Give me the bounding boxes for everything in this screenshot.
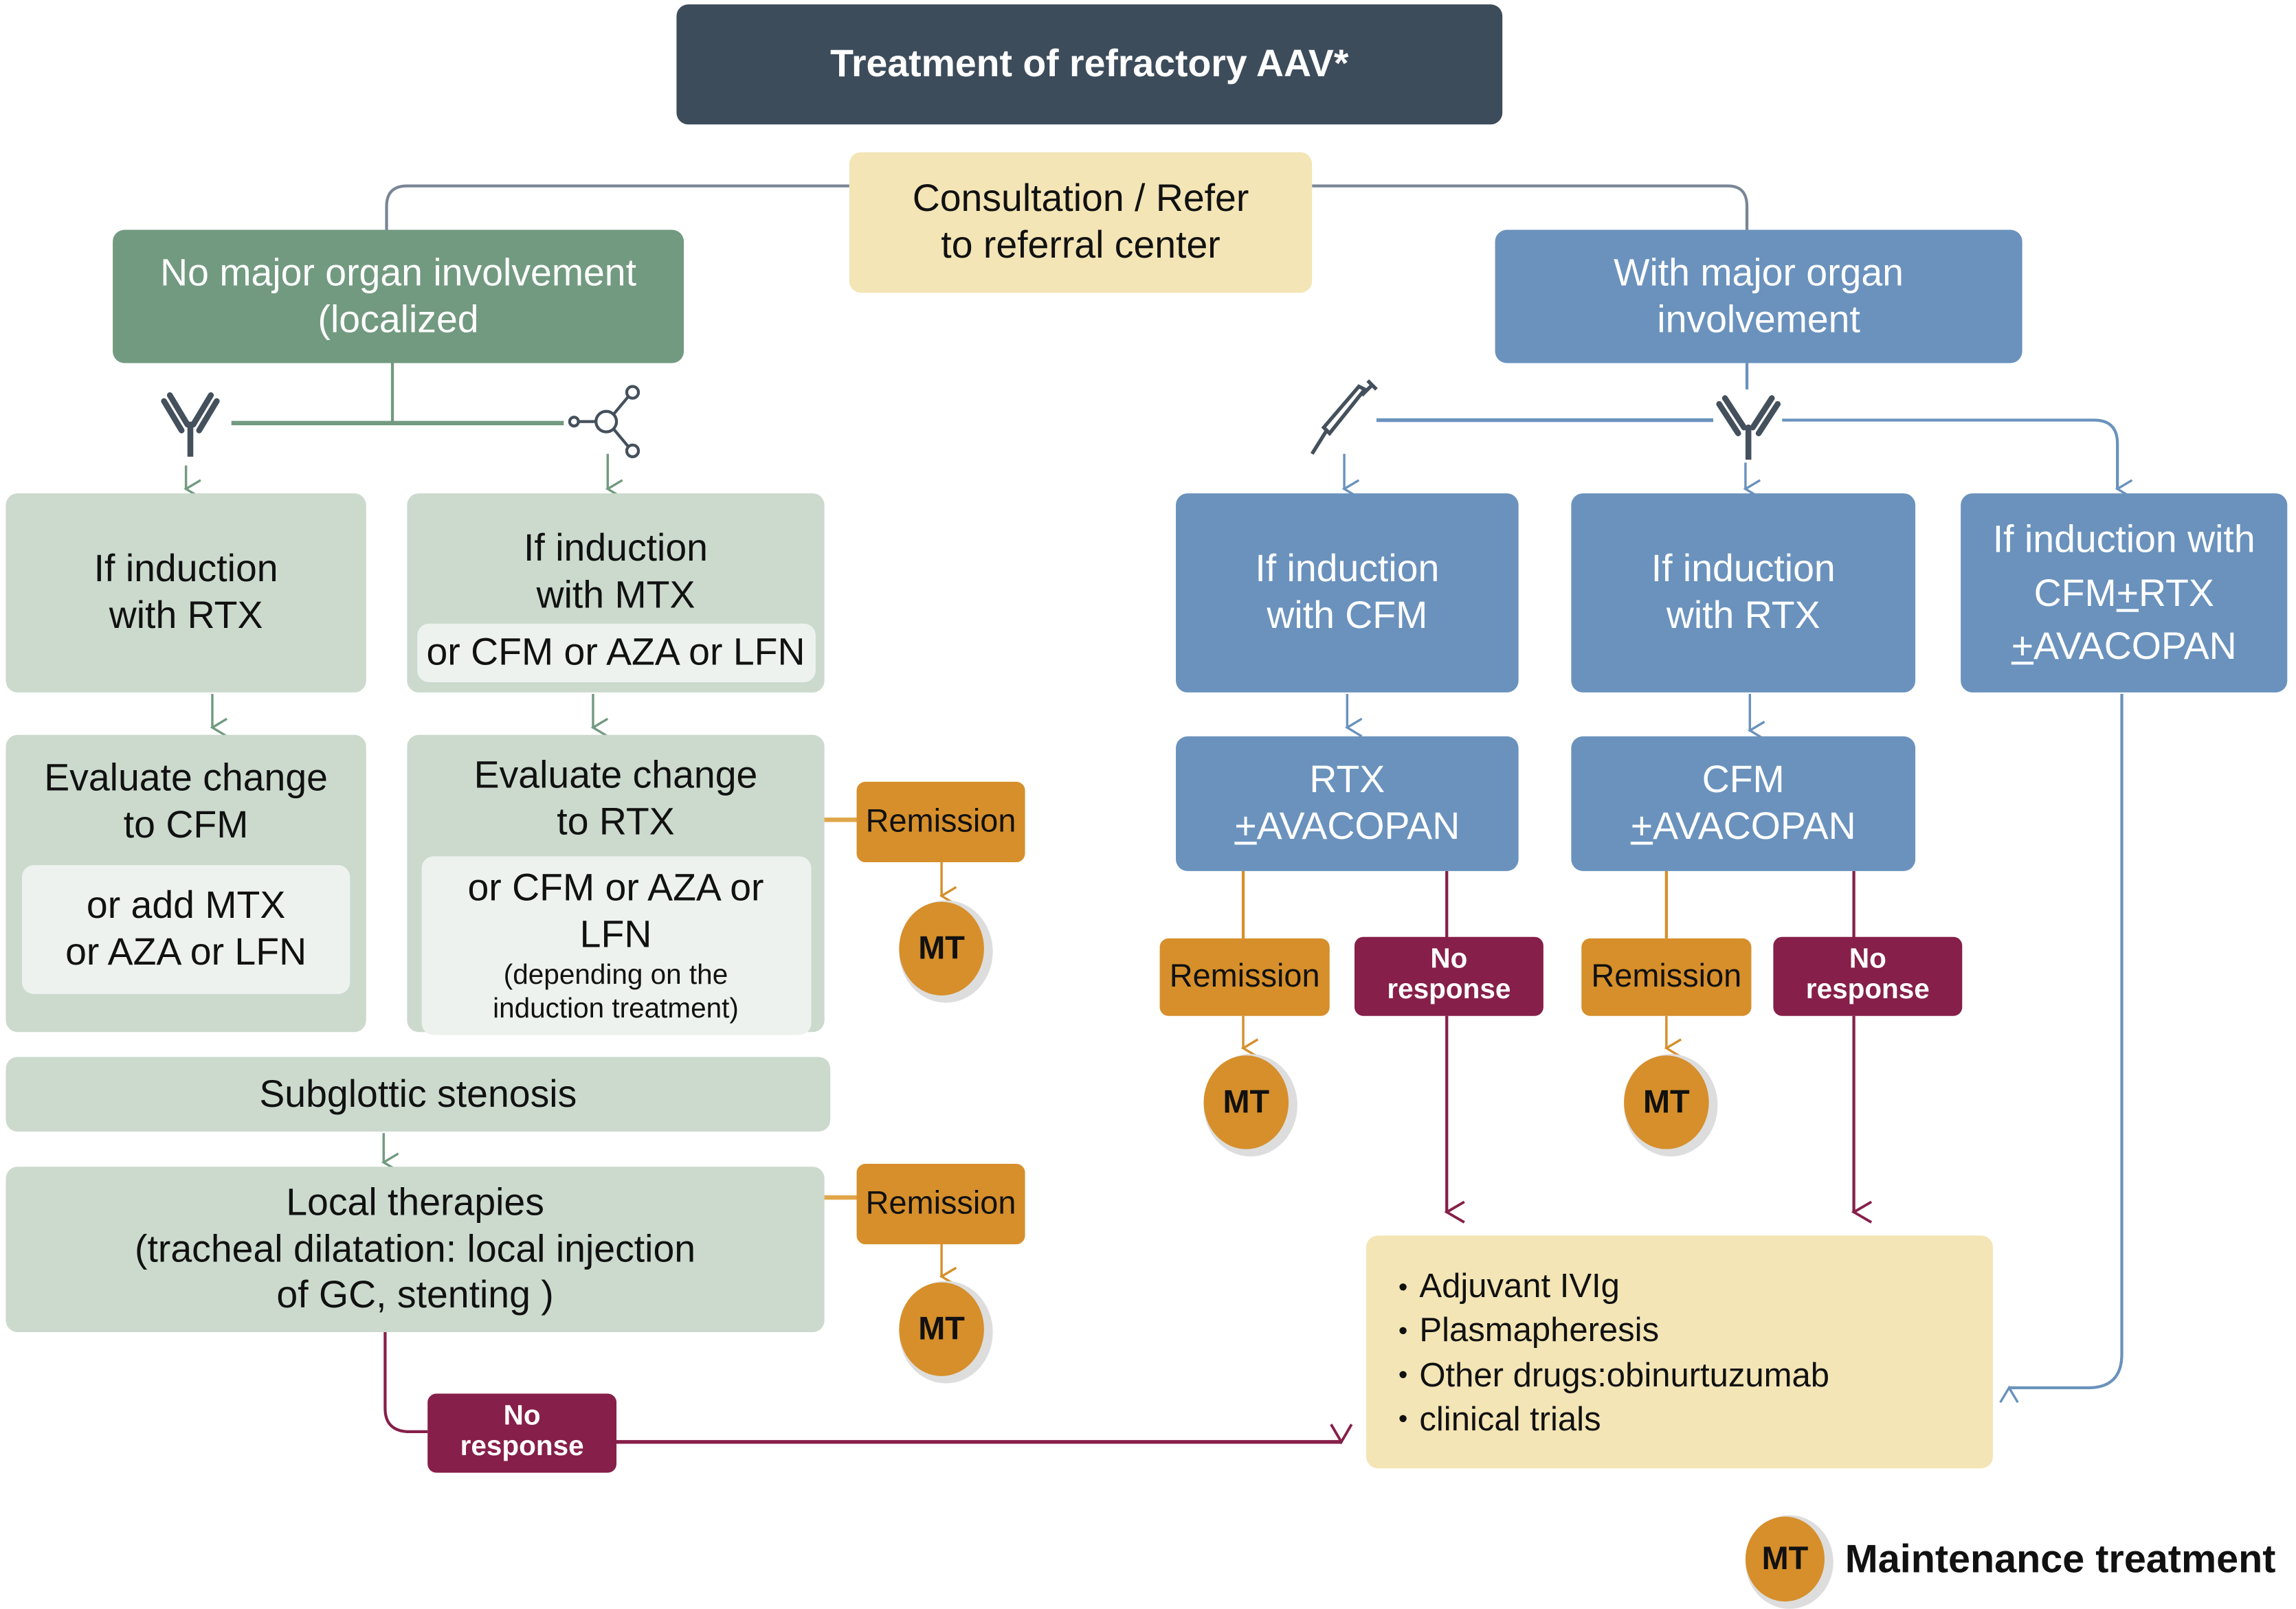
line1: If induction with: [1992, 517, 2255, 561]
line2: to CFM: [123, 802, 249, 846]
mt-badge: MT: [1203, 1055, 1289, 1149]
no: No: [503, 1401, 541, 1432]
alt-drugs: or CFM or AZA or LFN (depending on the i…: [421, 857, 811, 1035]
line1: If induction: [1651, 546, 1836, 591]
connector-consult-left: [385, 184, 849, 232]
list-item: Adjuvant IVIg: [1398, 1265, 1829, 1307]
header-line2: involvement: [1657, 296, 1860, 341]
alt-drugs: or add MTX or AZA or LFN: [21, 866, 350, 994]
no-response-badge: No response: [1773, 936, 1963, 1016]
line2: (tracheal dilatation: local injection: [135, 1226, 696, 1270]
line2: +AVACOPAN: [1630, 803, 1856, 848]
induction-rtx-box: If induction with RTX: [1571, 493, 1916, 693]
syringe-icon: [1310, 379, 1378, 455]
alt2: or AZA or LFN: [65, 930, 307, 974]
mt-badge: MT: [899, 901, 984, 995]
line2: with RTX: [109, 592, 263, 637]
evaluate-rtx-box: Evaluate change to RTX or CFM or AZA or …: [407, 734, 825, 1035]
connector-consult-right: [1312, 184, 1749, 232]
note1: (depending on the: [503, 960, 728, 991]
consult-line1: Consultation / Refer: [912, 176, 1249, 221]
molecule-icon: [568, 385, 640, 458]
salvage-options-box: Adjuvant IVIg Plasmapheresis Other drugs…: [1366, 1235, 1994, 1469]
line1: Local therapies: [286, 1180, 544, 1224]
major-organ-header: With major organ involvement: [1495, 229, 2022, 363]
list-item: clinical trials: [1398, 1397, 1829, 1439]
antibody-icon: [1716, 395, 1781, 460]
line2: with CFM: [1267, 592, 1428, 637]
header-line2: (localized: [317, 296, 479, 341]
mt-badge: MT: [899, 1282, 984, 1376]
remission-badge: Remission: [1581, 938, 1752, 1016]
remission-badge: Remission: [1159, 938, 1330, 1016]
list-item: Plasmapheresis: [1398, 1309, 1829, 1351]
rtx-avacopan-box: RTX +AVACOPAN: [1176, 736, 1519, 871]
subglottic-stenosis-box: Subglottic stenosis: [5, 1057, 831, 1132]
consult-line2: to referral center: [941, 222, 1221, 267]
page-title: Treatment of refractory AAV*: [676, 4, 1503, 125]
legend: MT Maintenance treatment: [1745, 1516, 2276, 1602]
header-line1: With major organ: [1614, 249, 1904, 294]
alt-drugs: or CFM or AZA or LFN: [416, 624, 815, 683]
cfm-avacopan-box: CFM +AVACOPAN: [1571, 736, 1916, 871]
response: response: [460, 1431, 584, 1463]
line1: Evaluate change: [44, 755, 328, 800]
response: response: [1805, 975, 1930, 1006]
consultation-box: Consultation / Refer to referral center: [849, 152, 1313, 293]
remission-badge: Remission: [856, 1163, 1025, 1245]
no: No: [1430, 944, 1468, 976]
local-therapies-box: Local therapies (tracheal dilatation: lo…: [5, 1167, 825, 1333]
line2: CFM+RTX: [2033, 570, 2214, 615]
antibody-icon: [161, 392, 220, 457]
line2: +AVACOPAN: [1234, 803, 1460, 848]
no-major-organ-header: No major organ involvement (localized: [113, 229, 684, 363]
line1: If induction: [93, 546, 278, 591]
salvage-list: Adjuvant IVIg Plasmapheresis Other drugs…: [1398, 1263, 1829, 1441]
line2: with RTX: [1666, 592, 1820, 637]
mt-badge: MT: [1624, 1055, 1709, 1149]
remission-badge: Remission: [856, 781, 1025, 863]
header-line1: No major organ involvement: [160, 249, 636, 294]
alt1: or add MTX: [86, 883, 286, 927]
induction-cfm-box: If induction with CFM: [1176, 493, 1519, 693]
line2: with MTX: [536, 572, 695, 616]
list-item: Other drugs:obinurtuzumab: [1398, 1353, 1829, 1395]
induction-cfm-rtx-avacopan-box: If induction with CFM+RTX +AVACOPAN: [1961, 493, 2288, 693]
no-response-badge: No response: [427, 1393, 617, 1473]
response: response: [1387, 975, 1511, 1006]
no: No: [1849, 944, 1886, 976]
line1: Evaluate change: [473, 752, 758, 797]
induction-mtx-box: If induction with MTX or CFM or AZA or L…: [407, 493, 825, 693]
line1: CFM: [1702, 757, 1785, 802]
evaluate-cfm-box: Evaluate change to CFM or add MTX or AZA…: [5, 734, 366, 1033]
mt-legend-badge: MT: [1745, 1516, 1825, 1602]
induction-rtx-box: If induction with RTX: [5, 493, 366, 693]
line3: of GC, stenting ): [276, 1272, 554, 1317]
note2: induction treatment): [493, 993, 739, 1025]
legend-label: Maintenance treatment: [1844, 1536, 2276, 1581]
no-response-badge: No response: [1354, 936, 1543, 1016]
alt: or CFM or AZA or LFN: [467, 866, 764, 956]
line1: If induction: [524, 525, 708, 570]
line2: to RTX: [557, 798, 675, 843]
line1: If induction: [1255, 546, 1440, 591]
line1: RTX: [1309, 757, 1385, 802]
line3: +AVACOPAN: [2011, 624, 2237, 668]
